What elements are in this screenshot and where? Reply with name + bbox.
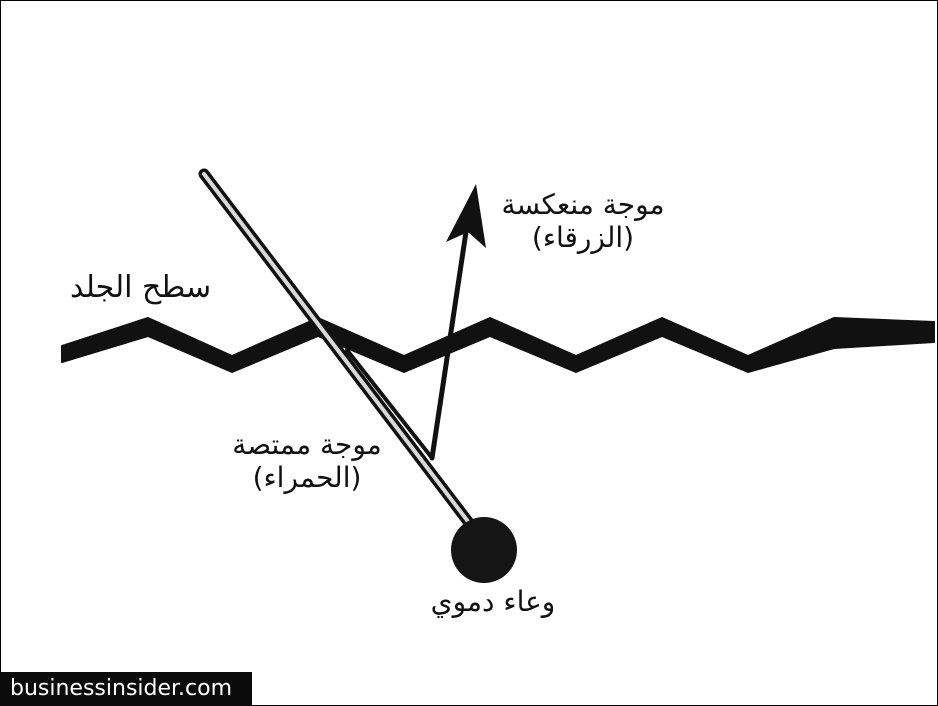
skin-surface-band: [61, 317, 935, 373]
reflected-wave-arrowhead: [446, 184, 486, 248]
reflected-wave-path: [345, 229, 469, 461]
reflected-wave-label: موجة منعكسة (الزرقاء): [478, 188, 688, 254]
absorbed-wave-title: موجة ممتصة: [232, 428, 382, 461]
absorbed-wave-label: موجة ممتصة (الحمراء): [212, 428, 402, 494]
source-credit: businessinsider.com: [0, 672, 252, 706]
reflected-wave-title: موجة منعكسة: [501, 188, 665, 221]
incident-light-beam: [198, 168, 482, 538]
blood-vessel-text: وعاء دموي: [430, 585, 556, 618]
absorbed-wave-color: (الحمراء): [252, 461, 362, 495]
reflected-wave-color: (الزرقاء): [531, 221, 635, 255]
skin-surface-text: سطح الجلد: [70, 270, 212, 305]
skin-surface-label: سطح الجلد: [70, 270, 211, 305]
blood-vessel-dot: [451, 517, 517, 583]
blood-vessel-label: وعاء دموي: [408, 585, 578, 618]
